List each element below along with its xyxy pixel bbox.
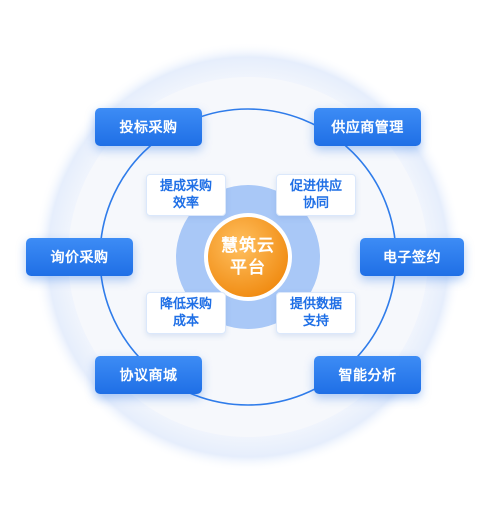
node-esign-label: 电子签约 [383, 250, 441, 266]
node-mall-label: 协议商城 [119, 368, 178, 384]
card-cost-line1: 降低采购 [159, 297, 212, 312]
card-collab-line1: 促进供应 [289, 179, 342, 194]
center-platform-label: 慧筑云 平台 [206, 222, 290, 292]
node-analytics[interactable]: 智能分析 [314, 356, 421, 394]
node-supplier[interactable]: 供应商管理 [314, 108, 421, 146]
card-efficiency-line1: 提成采购 [159, 179, 212, 194]
card-cost: 降低采购 成本 [146, 292, 226, 334]
card-efficiency: 提成采购 效率 [146, 174, 226, 216]
center-line2: 平台 [230, 258, 266, 278]
card-efficiency-line2: 效率 [172, 196, 199, 211]
node-analytics-label: 智能分析 [338, 368, 397, 384]
card-data-line2: 支持 [302, 314, 329, 329]
node-mall[interactable]: 协议商城 [95, 356, 202, 394]
node-bidding[interactable]: 投标采购 [95, 108, 202, 146]
node-inquiry[interactable]: 询价采购 [26, 238, 133, 276]
center-core [208, 217, 288, 297]
node-esign[interactable]: 电子签约 [360, 238, 464, 276]
card-data-line1: 提供数据 [289, 297, 342, 312]
card-collab-line2: 协同 [302, 196, 329, 211]
node-inquiry-label: 询价采购 [50, 250, 109, 266]
node-supplier-label: 供应商管理 [331, 120, 404, 136]
card-cost-line2: 成本 [172, 314, 199, 329]
center-line1: 慧筑云 [221, 236, 275, 256]
node-bidding-label: 投标采购 [119, 120, 178, 136]
card-data: 提供数据 支持 [276, 292, 356, 334]
card-collab: 促进供应 协同 [276, 174, 356, 216]
